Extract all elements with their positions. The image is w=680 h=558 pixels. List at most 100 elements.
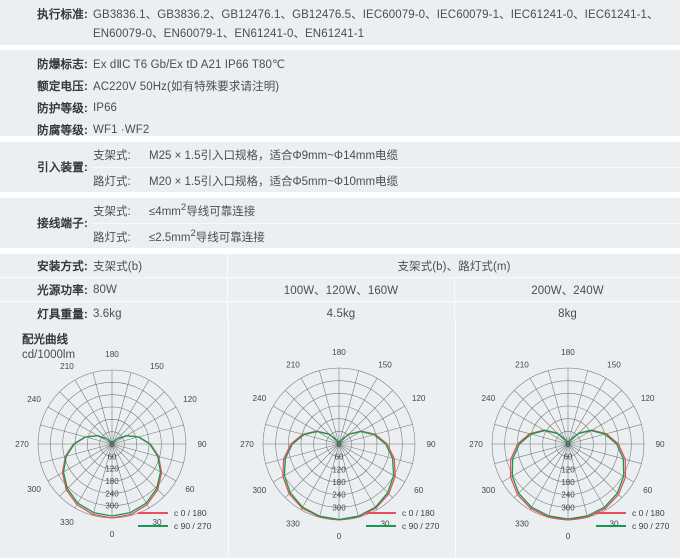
terminal-pole-key: 路灯式: bbox=[93, 231, 131, 244]
polar-chart-160w: 1801501209060300330300270240210060120180… bbox=[229, 346, 457, 558]
svg-text:270: 270 bbox=[15, 440, 29, 449]
terminal-pole-value: ≤2.5mm2导线可靠连接 bbox=[149, 228, 265, 245]
svg-text:90: 90 bbox=[197, 440, 207, 449]
photometric-subtitle: cd/1000lm bbox=[22, 349, 76, 361]
spec-value-corrosion: WF1 ·WF2 bbox=[93, 124, 150, 136]
entry-device-subrows: 支架式: M25 × 1.5引入口规格，适合Φ9mm~Φ14mm电缆 路灯式: … bbox=[93, 142, 680, 192]
svg-text:240: 240 bbox=[332, 491, 346, 500]
svg-text:120: 120 bbox=[105, 465, 119, 474]
svg-text:0: 0 bbox=[337, 532, 342, 541]
grid-row-power: 光源功率: 80W 100W、120W、160W 200W、240W bbox=[0, 278, 680, 302]
legend-swatch-icon bbox=[596, 524, 626, 527]
svg-text:240: 240 bbox=[27, 395, 41, 404]
terminal-bracket-row: 支架式: ≤4mm2导线可靠连接 bbox=[93, 198, 680, 224]
spec-row-standards: 执行标准: GB3836.1、GB3836.2、GB12476.1、GB1247… bbox=[0, 0, 680, 45]
terminal-pole-value-post: 导线可靠连接 bbox=[195, 231, 265, 244]
photometric-divider-2 bbox=[455, 320, 456, 558]
grid-label-mounting: 安装方式: bbox=[37, 260, 88, 273]
grid-value-power-c2: 100W、120W、160W bbox=[283, 284, 399, 297]
svg-text:150: 150 bbox=[150, 362, 164, 371]
legend-item: c 0 / 180 bbox=[596, 506, 669, 519]
standards-line-2: EN60079-0、EN60079-1、EN61241-0、EN61241-1 bbox=[93, 28, 365, 40]
svg-text:300: 300 bbox=[27, 485, 41, 494]
legend-item: c 0 / 180 bbox=[366, 506, 439, 519]
terminal-bracket-value-post: 导线可靠连接 bbox=[186, 205, 256, 218]
grid-cell-weight-c3: 8kg bbox=[455, 302, 680, 325]
svg-text:210: 210 bbox=[515, 360, 529, 369]
grid-value-weight-c2: 4.5kg bbox=[326, 307, 356, 320]
entry-device-bracket-key: 支架式: bbox=[93, 149, 131, 162]
legend-label: c 0 / 180 bbox=[174, 507, 207, 518]
svg-text:180: 180 bbox=[332, 348, 346, 357]
legend-label: c 0 / 180 bbox=[632, 507, 665, 518]
spec-label-voltage: 额定电压: bbox=[37, 81, 88, 93]
grid-cell-mounting-c1: 安装方式: 支架式(b) bbox=[0, 254, 228, 277]
legend-item: c 90 / 270 bbox=[138, 519, 211, 532]
svg-text:240: 240 bbox=[105, 489, 119, 498]
spec-row-corrosion: 防腐等级: WF1 ·WF2 bbox=[0, 119, 680, 141]
photometric-divider-1 bbox=[228, 320, 229, 558]
svg-text:300: 300 bbox=[105, 502, 119, 511]
spec-block-entry-device: 引入装置: 支架式: M25 × 1.5引入口规格，适合Φ9mm~Φ14mm电缆… bbox=[0, 142, 680, 192]
terminal-bracket-value: ≤4mm2导线可靠连接 bbox=[149, 202, 255, 219]
svg-text:180: 180 bbox=[332, 478, 346, 487]
svg-text:270: 270 bbox=[240, 440, 254, 449]
grid-value-power-c1: 80W bbox=[93, 283, 117, 296]
terminal-pole-row: 路灯式: ≤2.5mm2导线可靠连接 bbox=[93, 224, 680, 249]
grid-cell-power-c2: 100W、120W、160W bbox=[228, 278, 455, 301]
svg-text:300: 300 bbox=[481, 486, 495, 495]
terminal-bracket-value-pre: ≤4mm bbox=[149, 205, 181, 218]
svg-text:150: 150 bbox=[378, 360, 392, 369]
svg-text:270: 270 bbox=[469, 440, 483, 449]
terminal-bracket-key: 支架式: bbox=[93, 205, 131, 218]
svg-text:60: 60 bbox=[335, 453, 344, 462]
legend-swatch-icon bbox=[138, 524, 168, 527]
grid-value-mounting-merged: 支架式(b)、路灯式(m) bbox=[397, 260, 511, 273]
spec-block-terminal: 接线端子: 支架式: ≤4mm2导线可靠连接 路灯式: ≤2.5mm2导线可靠连… bbox=[0, 198, 680, 248]
grid-label-power: 光源功率: bbox=[37, 284, 88, 297]
spec-value-ip-rating: IP66 bbox=[93, 102, 118, 114]
spec-row-ip-rating: 防护等级: IP66 bbox=[0, 97, 680, 119]
grid-value-weight-c1: 3.6kg bbox=[93, 307, 122, 320]
svg-text:90: 90 bbox=[426, 440, 436, 449]
grid-row-weight: 灯具重量: 3.6kg 4.5kg 8kg bbox=[0, 302, 680, 325]
block-gap-3 bbox=[0, 192, 680, 198]
svg-text:180: 180 bbox=[561, 348, 575, 357]
legend-label: c 90 / 270 bbox=[402, 520, 440, 531]
entry-device-pole-value: M20 × 1.5引入口规格，适合Φ5mm~Φ10mm电缆 bbox=[149, 175, 399, 188]
entry-device-bracket-row: 支架式: M25 × 1.5引入口规格，适合Φ9mm~Φ14mm电缆 bbox=[93, 142, 680, 168]
grid-cell-weight-c1: 灯具重量: 3.6kg bbox=[0, 302, 228, 325]
spec-label-ex-mark: 防爆标志: bbox=[37, 59, 88, 71]
svg-text:60: 60 bbox=[414, 486, 424, 495]
terminal-pole-value-sup: 2 bbox=[190, 228, 196, 240]
svg-text:150: 150 bbox=[607, 360, 621, 369]
legend-swatch-icon bbox=[596, 511, 626, 514]
spec-label-corrosion: 防腐等级: bbox=[37, 125, 88, 137]
legend-swatch-icon bbox=[366, 511, 396, 514]
svg-text:180: 180 bbox=[561, 478, 575, 487]
grid-cell-power-c3: 200W、240W bbox=[455, 278, 680, 301]
svg-text:240: 240 bbox=[252, 394, 266, 403]
svg-text:60: 60 bbox=[643, 486, 653, 495]
grid-value-weight-c3: 8kg bbox=[558, 307, 577, 320]
svg-text:30: 30 bbox=[152, 518, 162, 527]
legend-swatch-icon bbox=[366, 524, 396, 527]
spec-block-ratings: 防爆标志: Ex dⅡC T6 Gb/Ex tD A21 IP66 T80℃ 额… bbox=[0, 50, 680, 137]
grid-cell-mounting-merged: 支架式(b)、路灯式(m) bbox=[228, 254, 680, 277]
svg-text:240: 240 bbox=[561, 491, 575, 500]
legend-item: c 90 / 270 bbox=[366, 519, 439, 532]
spec-value-ex-mark: Ex dⅡC T6 Gb/Ex tD A21 IP66 T80℃ bbox=[93, 59, 286, 71]
svg-text:330: 330 bbox=[515, 520, 529, 529]
spec-row-terminal: 接线端子: 支架式: ≤4mm2导线可靠连接 路灯式: ≤2.5mm2导线可靠连… bbox=[0, 198, 680, 248]
block-gap-1 bbox=[0, 45, 680, 50]
svg-text:60: 60 bbox=[564, 453, 573, 462]
entry-device-pole-key: 路灯式: bbox=[93, 175, 131, 188]
spec-row-ex-mark: 防爆标志: Ex dⅡC T6 Gb/Ex tD A21 IP66 T80℃ bbox=[0, 53, 680, 75]
block-gap-4 bbox=[0, 248, 680, 254]
legend-item: c 90 / 270 bbox=[596, 519, 669, 532]
svg-text:60: 60 bbox=[185, 485, 195, 494]
svg-text:210: 210 bbox=[286, 360, 300, 369]
